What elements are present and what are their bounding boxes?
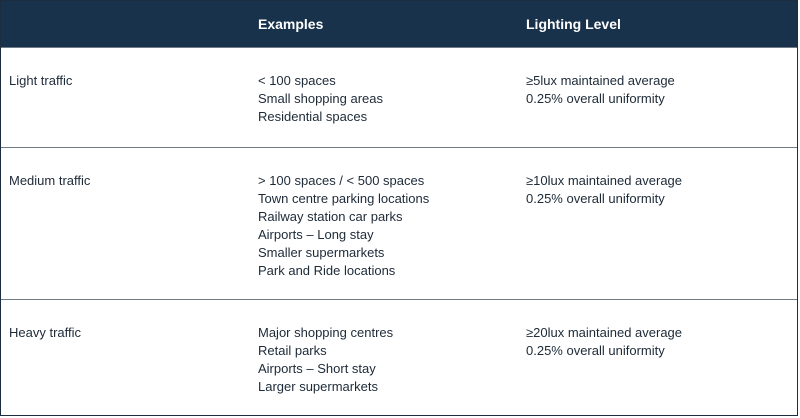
table-row: Medium traffic > 100 spaces / < 500 spac… bbox=[1, 147, 797, 299]
table-row: Heavy traffic Major shopping centres Ret… bbox=[1, 299, 797, 417]
row-lighting: ≥10lux maintained average 0.25% overall … bbox=[526, 148, 797, 299]
example-item: Park and Ride locations bbox=[258, 263, 396, 278]
example-item: Airports – Long stay bbox=[258, 227, 374, 242]
example-item: Airports – Short stay bbox=[258, 361, 376, 376]
lighting-item: ≥5lux maintained average bbox=[526, 73, 675, 88]
example-item: Town centre parking locations bbox=[258, 191, 430, 206]
table-row: Light traffic < 100 spaces Small shoppin… bbox=[1, 47, 797, 147]
row-examples: Major shopping centres Retail parks Airp… bbox=[258, 300, 526, 417]
example-item: Larger supermarkets bbox=[258, 379, 378, 394]
header-lighting-level: Lighting Level bbox=[526, 16, 621, 32]
row-category: Heavy traffic bbox=[9, 325, 82, 340]
example-item: > 100 spaces / < 500 spaces bbox=[258, 173, 425, 188]
lighting-item: 0.25% overall uniformity bbox=[526, 191, 665, 206]
table-header: Examples Lighting Level bbox=[1, 1, 797, 47]
row-lighting: ≥20lux maintained average 0.25% overall … bbox=[526, 300, 797, 417]
example-item: Residential spaces bbox=[258, 109, 368, 124]
row-category: Light traffic bbox=[9, 73, 73, 88]
example-item: Smaller supermarkets bbox=[258, 245, 385, 260]
lighting-item: ≥20lux maintained average bbox=[526, 325, 683, 340]
example-item: Retail parks bbox=[258, 343, 327, 358]
example-item: < 100 spaces bbox=[258, 73, 336, 88]
lighting-item: 0.25% overall uniformity bbox=[526, 343, 665, 358]
row-lighting: ≥5lux maintained average 0.25% overall u… bbox=[526, 48, 797, 147]
example-item: Small shopping areas bbox=[258, 91, 384, 106]
lighting-item: 0.25% overall uniformity bbox=[526, 91, 665, 106]
row-examples: > 100 spaces / < 500 spaces Town centre … bbox=[258, 148, 526, 299]
row-examples: < 100 spaces Small shopping areas Reside… bbox=[258, 48, 526, 147]
lighting-item: ≥10lux maintained average bbox=[526, 173, 683, 188]
row-category: Medium traffic bbox=[9, 173, 91, 188]
example-item: Railway station car parks bbox=[258, 209, 403, 224]
example-item: Major shopping centres bbox=[258, 325, 394, 340]
header-examples: Examples bbox=[258, 16, 324, 32]
